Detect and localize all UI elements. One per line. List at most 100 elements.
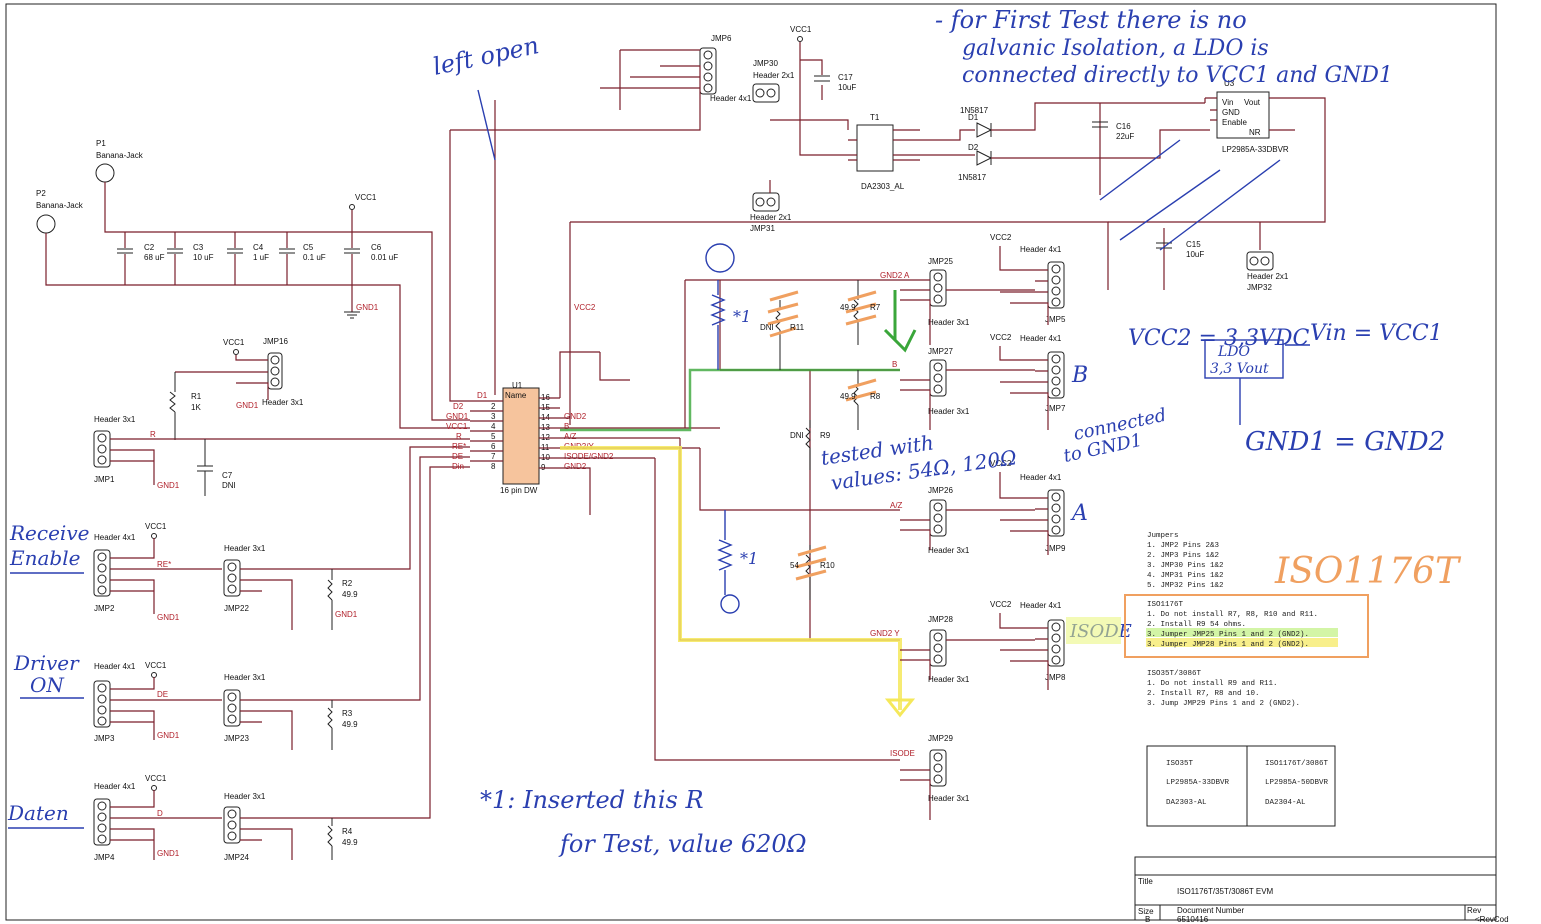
r2-value: 49.9 [342, 590, 358, 599]
jmp5-ref: JMP5 [1045, 315, 1066, 324]
svg-text:3. Jump JMP29 Pins 1 and 2 (G: 3. Jump JMP29 Pins 1 and 2 (GND2). [1147, 700, 1300, 708]
d1-part: 1N5817 [960, 106, 989, 115]
title-label: Title [1138, 877, 1153, 886]
power-supply-section: JMP6 Header 4x1 JMP30 Header 2x1 VCC1 C1… [450, 25, 1326, 425]
r4-value: 49.9 [342, 838, 358, 847]
u1-ref: U1 [512, 381, 523, 390]
svg-text:5. JMP32 Pins 1&2: 5. JMP32 Pins 1&2 [1147, 582, 1224, 590]
note-left-open: left open [430, 31, 541, 81]
t1-ref: T1 [870, 113, 880, 122]
jmp8-ref: JMP8 [1045, 673, 1066, 682]
svg-text:3. Jumper JMP25 Pins 1 and 2: 3. Jumper JMP25 Pins 1 and 2 (GND2). [1147, 631, 1309, 639]
jmp24-ref: JMP24 [224, 853, 249, 862]
jmp31-type: Header 2x1 [750, 213, 792, 222]
size-label: Size [1138, 907, 1154, 916]
d2-part: 1N5817 [958, 173, 987, 182]
jmp26-type: Header 3x1 [928, 546, 970, 555]
note-receive: Receive [9, 521, 89, 545]
jmp3-ref: JMP3 [94, 734, 115, 743]
jmp32-type: Header 2x1 [1247, 272, 1289, 281]
jmp31-ref: JMP31 [750, 224, 775, 233]
r8-value: 49.9 [840, 392, 856, 401]
c7-ref: C7 [222, 471, 233, 480]
jmp16-type: Header 3x1 [262, 398, 304, 407]
note-gnd-eq: GND1 = GND2 [1245, 427, 1445, 457]
svg-text:ISO35T: ISO35T [1166, 760, 1194, 768]
svg-text:3: 3 [491, 412, 496, 421]
variant-table: ISO35T LP2985A-33DBVR DA2303-AL ISO1176T… [1146, 745, 1336, 827]
gnd1-r2: GND1 [335, 610, 358, 619]
jmp4-ref: JMP4 [94, 853, 115, 862]
jmp4-type: Header 4x1 [94, 782, 136, 791]
r1-ref: R1 [191, 392, 202, 401]
svg-text:1. Do not install R7, R8, R10: 1. Do not install R7, R8, R10 and R11. [1147, 611, 1318, 619]
svg-text:4: 4 [491, 422, 496, 431]
svg-text:Enable: Enable [1222, 118, 1247, 127]
r7-ref: R7 [870, 303, 881, 312]
svg-text:ISO1176T: ISO1176T [1147, 601, 1184, 609]
jmp32-ref: JMP32 [1247, 283, 1272, 292]
r3-value: 49.9 [342, 720, 358, 729]
c17-ref: C17 [838, 73, 853, 82]
d2-ref: D2 [968, 143, 979, 152]
note-pin-a: A [1070, 501, 1088, 526]
note-daten: Daten [7, 801, 69, 825]
net-re: RE* [157, 560, 171, 569]
jmp7-ref: JMP7 [1045, 404, 1066, 413]
net-de: DE [157, 690, 168, 699]
jmp25-type: Header 3x1 [928, 318, 970, 327]
t1-part: DA2303_AL [861, 182, 905, 191]
svg-text:GND1: GND1 [446, 412, 469, 421]
jmp22-ref: JMP22 [224, 604, 249, 613]
rev-value: <RevCod [1475, 915, 1509, 924]
svg-text:Jumpers: Jumpers [1147, 532, 1179, 540]
c7-value: DNI [222, 481, 236, 490]
r9-ref: R9 [820, 431, 831, 440]
note-line-3: connected directly to VCC1 and GND1 [962, 63, 1393, 88]
power-input-section: P1 Banana-Jack P2 Banana-Jack C2 68 uF C… [36, 139, 470, 429]
c4-ref: C4 [253, 243, 264, 252]
handwritten-notes: - for First Test there is no galvanic Is… [7, 6, 1462, 858]
cap-bank: C2 68 uF C3 10 uF C4 1 uF C5 0.1 uF C6 0… [117, 210, 398, 312]
c2-ref: C2 [144, 243, 155, 252]
docnum-label: Document Number [1177, 906, 1244, 915]
rev-label: Rev [1467, 906, 1481, 915]
jmp30-ref: JMP30 [753, 59, 778, 68]
c5-value: 0.1 uF [303, 253, 326, 262]
jmp3-type: Header 4x1 [94, 662, 136, 671]
r10-value: 54 [790, 561, 799, 570]
r8-ref: R8 [870, 392, 881, 401]
note-driver: Driver [13, 651, 80, 675]
vcc1-r1: VCC1 [223, 338, 245, 347]
jmp8-type: Header 4x1 [1020, 601, 1062, 610]
note-ldo: LDO [1217, 344, 1251, 360]
r11-value: DNI [760, 323, 774, 332]
svg-text:D2: D2 [453, 402, 464, 411]
gnd1-jmp2: GND1 [157, 613, 180, 622]
r3-ref: R3 [342, 709, 353, 718]
note-ldo-vout: 3,3 Vout [1210, 361, 1269, 377]
svg-text:ISO35T/3086T: ISO35T/3086T [1147, 670, 1202, 678]
c16-value: 22uF [1116, 132, 1134, 141]
svg-text:DE: DE [452, 452, 463, 461]
jumper-notes: Jumpers 1. JMP2 Pins 2&3 2. JMP3 Pins 1&… [1147, 532, 1224, 590]
c17-value: 10uF [838, 83, 856, 92]
jmp27-ref: JMP27 [928, 347, 953, 356]
note-vcc2-eq: VCC2 = 3,3VDC [1128, 326, 1309, 351]
note-footnote-2: for Test, value 620Ω [558, 830, 807, 858]
vcc1-top: VCC1 [790, 25, 812, 34]
svg-text:B: B [564, 422, 569, 431]
jmp28-type: Header 3x1 [928, 675, 970, 684]
jmp25-ref: JMP25 [928, 257, 953, 266]
net-az: A/Z [890, 501, 903, 510]
jmp26-ref: JMP26 [928, 486, 953, 495]
svg-text:DA2303-AL: DA2303-AL [1166, 799, 1207, 807]
vcc1-label-top: VCC1 [355, 193, 377, 202]
vcc2-jmp5: VCC2 [990, 233, 1012, 242]
note-on: ON [30, 673, 65, 697]
svg-text:7: 7 [491, 452, 496, 461]
r2-ref: R2 [342, 579, 353, 588]
c5-ref: C5 [303, 243, 314, 252]
u3-ref: U3 [1224, 79, 1235, 88]
jmp9-ref: JMP9 [1045, 544, 1066, 553]
